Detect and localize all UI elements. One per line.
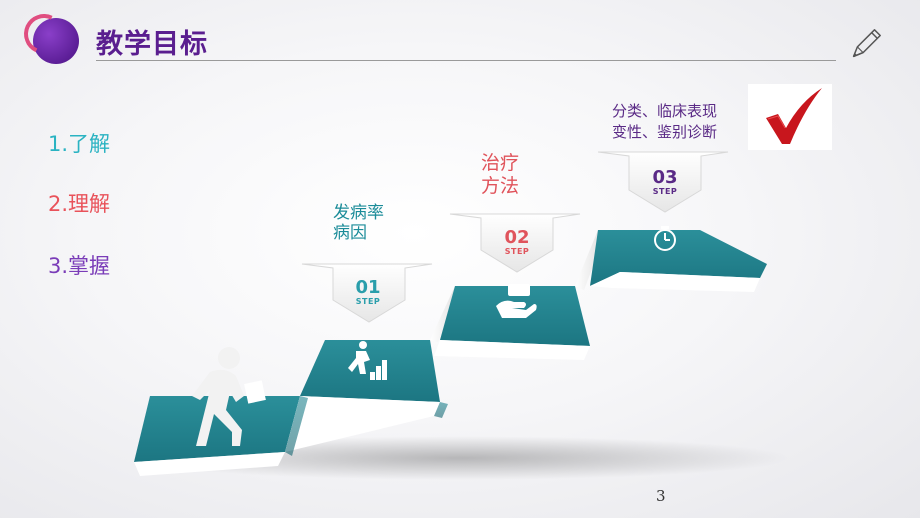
step-2-number: 02 STEP <box>492 227 542 257</box>
runner-stairs-icon <box>348 341 387 380</box>
step-2-label: 治疗 方法 <box>481 152 561 198</box>
step-2-label-line1: 治疗 <box>481 152 520 174</box>
step-1-word: STEP <box>355 297 381 306</box>
step-top-2 <box>300 340 440 402</box>
title-circle-decoration <box>33 18 79 64</box>
hand-money-icon <box>496 284 537 318</box>
step-2-word: STEP <box>504 247 530 256</box>
page-number: 3 <box>656 487 666 505</box>
step-3-label-line2: 变性、鉴别诊断 <box>612 123 718 141</box>
step-3-word: STEP <box>652 187 678 196</box>
check-box <box>748 84 832 150</box>
clock-icon <box>654 226 676 251</box>
step-3-number: 03 STEP <box>640 167 690 197</box>
red-checkmark-icon <box>766 88 822 144</box>
step-3-label: 分类、临床表现 变性、鉴别诊断 <box>612 101 752 143</box>
objective-master: 3.掌握 <box>48 254 111 278</box>
step-1-label: 发病率 病因 <box>333 203 413 244</box>
page-title: 教学目标 <box>96 29 208 60</box>
step-2-label-line2: 方法 <box>481 174 520 197</box>
step-3-num: 03 <box>652 167 678 188</box>
title-underline <box>96 60 836 61</box>
step-3-label-line1: 分类、临床表现 <box>612 102 718 120</box>
step-top-1 <box>134 396 300 462</box>
step-1-label-line2: 病因 <box>333 223 367 244</box>
objective-comprehend: 2.理解 <box>48 192 111 216</box>
step-2-num: 02 <box>504 227 530 248</box>
step-1-number: 01 STEP <box>343 277 393 307</box>
title-bar: 教学目标 <box>0 0 920 70</box>
pen-icon <box>852 29 881 58</box>
step-tab-3 <box>597 151 729 213</box>
step-1-label-line1: 发病率 <box>333 203 384 223</box>
step-tab-1 <box>301 263 433 323</box>
step-top-4 <box>590 230 767 286</box>
step-tab-2 <box>449 213 581 273</box>
step-edge-1 <box>134 452 285 476</box>
objective-understand: 1.了解 <box>48 132 111 156</box>
step-1-num: 01 <box>355 277 381 298</box>
walking-person-icon <box>192 347 266 446</box>
